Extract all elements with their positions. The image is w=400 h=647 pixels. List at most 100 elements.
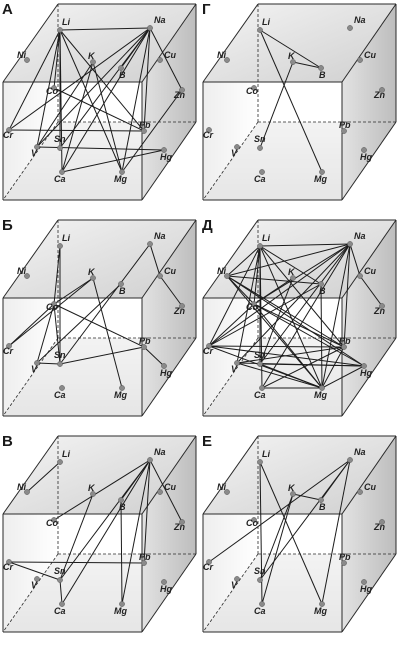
node-ca [259,169,265,175]
node-label-na: Na [354,231,366,241]
node-label-b: B [119,286,126,296]
node-label-ca: Ca [254,390,266,400]
cube-edge [341,121,397,201]
node-label-sn: Sn [54,134,66,144]
edge-k-v [36,61,94,148]
node-cr [206,343,212,349]
node-label-b: B [319,502,326,512]
cube-front-face [203,82,342,200]
node-label-li: Li [262,17,270,27]
node-label-b: B [319,286,326,296]
node-ni [224,489,230,495]
node-ca [259,385,265,391]
edge-sn-pb [59,346,145,365]
edge-cu-zn [159,275,183,307]
node-label-sn: Sn [254,134,266,144]
node-b [318,281,324,287]
node-hg [361,363,367,369]
edge-na-ca [61,459,151,605]
node-na [347,25,353,31]
node-pb [341,128,347,134]
edge-na-cr [208,459,351,563]
node-label-k: K [288,483,296,493]
cube-right-face [342,436,396,632]
node-label-pb: Pb [139,336,151,346]
cube-edge [202,435,259,515]
edge-li-mg [259,29,323,173]
node-ni [224,57,230,63]
node-hg [361,579,367,585]
node-label-mg: Mg [314,390,327,400]
edge-co-v [36,303,55,364]
node-label-v: V [31,148,38,158]
edge-na-zn [149,459,183,523]
node-label-ni: Ni [217,266,226,276]
node-label-na: Na [154,447,166,457]
node-label-b: B [119,502,126,512]
node-ni [224,273,230,279]
cube-front-face [203,514,342,632]
edge-na-pb [343,243,351,348]
node-label-ni: Ni [17,482,26,492]
edge-k-b [292,493,322,501]
node-hg [161,363,167,369]
edge-na-b [320,459,351,501]
node-hg [361,147,367,153]
node-b [118,281,124,287]
edge-li-v [36,29,61,148]
node-label-cr: Cr [3,562,13,572]
cube-front-face [3,82,142,200]
node-label-v: V [231,148,238,158]
node-label-mg: Mg [114,174,127,184]
node-label-zn: Zn [373,90,385,100]
node-li [257,27,263,33]
node-na [347,241,353,247]
cube-edge [341,553,397,633]
node-label-cu: Cu [164,482,176,492]
cube-right-face [142,220,196,416]
node-mg [119,169,125,175]
node-label-k: K [88,51,96,61]
edge-cu-zn [359,275,383,307]
edge-k-cr [8,277,94,347]
node-mg [319,385,325,391]
node-cu [357,57,363,63]
node-v [234,576,240,582]
node-label-ca: Ca [54,174,66,184]
node-cu [357,489,363,495]
node-label-mg: Mg [114,606,127,616]
node-cr [6,127,12,133]
node-zn [379,87,385,93]
edge-k-sn [259,277,294,365]
cube-edge [141,3,197,83]
node-mg [119,385,125,391]
edge-sn-ca [59,579,63,605]
edge-cr-pb [8,129,145,132]
node-label-ni: Ni [17,50,26,60]
edge-co-hg [253,303,365,367]
node-label-ni: Ni [217,50,226,60]
node-v [34,144,40,150]
edge-na-v [36,27,151,148]
node-k [90,275,96,281]
node-ca [59,601,65,607]
node-cu [157,273,163,279]
node-label-cu: Cu [364,266,376,276]
edge-na-b [120,27,151,69]
edge-na-sn [259,243,351,365]
node-label-k: K [88,267,96,277]
node-k [290,491,296,497]
edge-v-sn [36,362,61,365]
node-li [57,243,63,249]
node-zn [379,519,385,525]
edge-ni-pb [226,275,345,348]
cube-right-face [342,4,396,200]
node-co [251,517,257,523]
node-co [51,517,57,523]
edge-li-pb [59,29,145,132]
node-label-co: Co [246,302,258,312]
edge-na-ni [226,243,351,277]
